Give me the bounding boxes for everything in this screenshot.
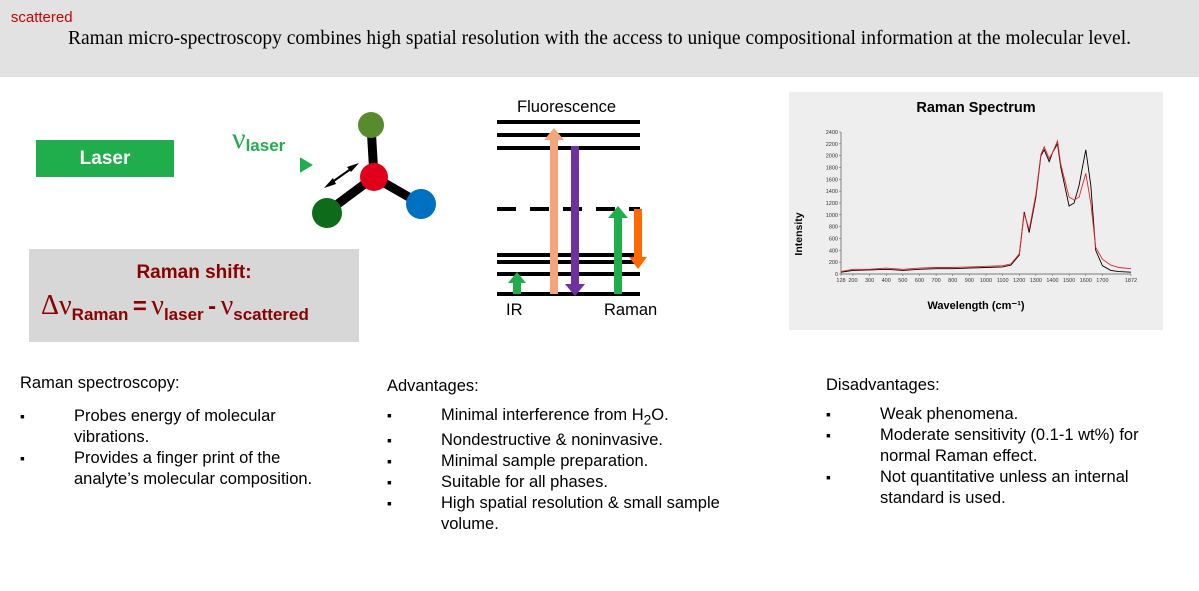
x-axis-label: Wavelength (cm⁻¹) — [927, 300, 1025, 312]
list-item: Provides a finger print of the analyte’s… — [20, 448, 340, 490]
advantages-section: Advantages: Minimal interference from H2… — [387, 377, 762, 535]
equals-sign: = — [132, 293, 147, 320]
chart-axes: 0 200 400 600 800 1000 1200 1400 1600 1800 2000 220… — [826, 130, 1137, 284]
raman-spectroscopy-heading: Raman spectroscopy: — [20, 374, 180, 392]
y-tick-label: 2400 — [826, 130, 838, 136]
sub-laser: laser — [163, 305, 204, 324]
nu-symbol: ν — [232, 122, 246, 155]
list-item: Not quantitative unless an internal stan… — [826, 467, 1171, 509]
minus-sign: - — [208, 293, 217, 320]
atom-center — [360, 163, 388, 191]
disadvantages-heading: Disadvantages: — [826, 376, 940, 394]
y-tick-label: 2000 — [826, 154, 838, 160]
energy-level-diagram — [497, 120, 647, 296]
atom-left — [312, 198, 342, 228]
chart-series-group — [840, 139, 1132, 273]
scattered-subscript: scattered — [10, 9, 73, 26]
h2o-subscript: 2 — [643, 412, 652, 428]
raman-spectrum-panel: Raman Spectrum 0 200 400 600 800 1000 1200 1400… — [789, 92, 1163, 330]
y-tick-label: 400 — [829, 248, 838, 254]
h2o-text-prefix: Minimal interference from H — [441, 406, 644, 424]
ir-label: IR — [506, 301, 523, 319]
fluorescence-absorption-arrow — [544, 128, 564, 294]
list-item: Suitable for all phases. — [387, 472, 762, 493]
laser-box: Laser — [36, 140, 174, 177]
x-tick-label: 1300 — [1030, 278, 1042, 284]
y-tick-label: 1000 — [826, 213, 838, 219]
y-tick-label: 2200 — [826, 142, 838, 148]
nu-laser: ν — [151, 290, 164, 321]
spectrum-series-1 — [840, 142, 1132, 273]
ir-arrow — [508, 272, 526, 294]
x-tick-label: 1872 — [1125, 278, 1137, 284]
x-tick-label: 200 — [848, 278, 857, 284]
molecule-diagram — [300, 112, 436, 228]
disadvantages-list: Weak phenomena. Moderate sensitivity (0.… — [826, 404, 1171, 509]
x-tick-label: 1600 — [1080, 278, 1092, 284]
laser-arrow — [300, 157, 313, 173]
x-tick-label: 400 — [882, 278, 891, 284]
y-axis-label: Intensity — [793, 212, 805, 256]
raman-spectroscopy-section: Raman spectroscopy: Probes energy of mol… — [20, 374, 340, 490]
x-tick-label: 300 — [865, 278, 874, 284]
y-tick-label: 200 — [829, 260, 838, 266]
y-tick-label: 1600 — [826, 177, 838, 183]
vibration-arrowhead-end — [347, 163, 359, 172]
sub-raman: Raman — [71, 305, 129, 324]
vibration-arrowhead-start — [324, 178, 336, 188]
list-item: Moderate sensitivity (0.1-1 wt%) for nor… — [826, 425, 1171, 467]
h2o-text-suffix: O. — [651, 406, 669, 424]
raman-scattered-arrow — [629, 209, 647, 269]
banner-text: Raman micro-spectroscopy combines high s… — [67, 28, 1132, 49]
list-item: Minimal sample preparation. — [387, 451, 762, 472]
raman-shift-title: Raman shift: — [136, 262, 252, 283]
advantages-list: Minimal interference from H2O. Nondestru… — [387, 405, 762, 535]
list-item: High spatial resolution & small sample v… — [387, 493, 762, 535]
x-tick-label: 1000 — [980, 278, 992, 284]
y-tick-label: 0 — [835, 272, 838, 278]
spectrum-chart: 0 200 400 600 800 1000 1200 1400 1600 1800 2000 220… — [826, 130, 1137, 284]
x-tick-label: 800 — [948, 278, 957, 284]
nu-laser-label: νlaser — [232, 122, 285, 156]
y-tick-label: 1800 — [826, 166, 838, 172]
x-tick-label: 600 — [915, 278, 924, 284]
raman-label: Raman — [604, 301, 658, 319]
advantages-heading: Advantages: — [387, 377, 479, 395]
fluorescence-label: Fluorescence — [517, 98, 617, 116]
list-item: Weak phenomena. — [826, 404, 1171, 425]
x-tick-label: 700 — [932, 278, 941, 284]
x-tick-label: 1100 — [997, 278, 1009, 284]
chart-title: Raman Spectrum — [916, 100, 1036, 116]
raman-shift-box: Raman shift: ΔνRaman = νlaser - νscatter… — [29, 249, 359, 342]
raman-shift-formula: ΔνRaman = νlaser - νscattered — [41, 290, 361, 324]
list-item: Probes energy of molecular vibrations. — [20, 406, 340, 448]
disadvantages-section: Disadvantages: Weak phenomena. Moderate … — [826, 376, 1171, 509]
nu-scattered: ν — [220, 290, 234, 321]
raman-spectroscopy-list: Probes energy of molecular vibrations. P… — [20, 406, 340, 490]
x-tick-label: 128 — [836, 278, 845, 284]
nu-laser-subscript: laser — [245, 136, 286, 155]
fluorescence-emission-arrow — [565, 146, 585, 296]
x-tick-label: 1700 — [1096, 278, 1108, 284]
x-tick-label: 1200 — [1013, 278, 1025, 284]
atom-top — [358, 112, 384, 138]
header-banner: Raman micro-spectroscopy combines high s… — [0, 0, 1199, 77]
y-tick-label: 800 — [829, 225, 838, 231]
x-tick-label: 500 — [898, 278, 907, 284]
list-item: Minimal interference from H2O. — [387, 405, 762, 430]
x-tick-label: 1400 — [1046, 278, 1058, 284]
y-tick-label: 1400 — [826, 189, 838, 195]
raman-excitation-arrow — [608, 206, 628, 294]
delta-nu: Δν — [41, 290, 72, 321]
y-tick-label: 1200 — [826, 201, 838, 207]
x-tick-label: 1500 — [1063, 278, 1075, 284]
y-tick-label: 600 — [829, 237, 838, 243]
atom-right — [406, 189, 436, 219]
list-item: Nondestructive & noninvasive. — [387, 430, 762, 451]
x-tick-label: 900 — [965, 278, 974, 284]
sub-scattered: scattered — [233, 305, 309, 324]
spectrum-series-2 — [840, 139, 1132, 273]
